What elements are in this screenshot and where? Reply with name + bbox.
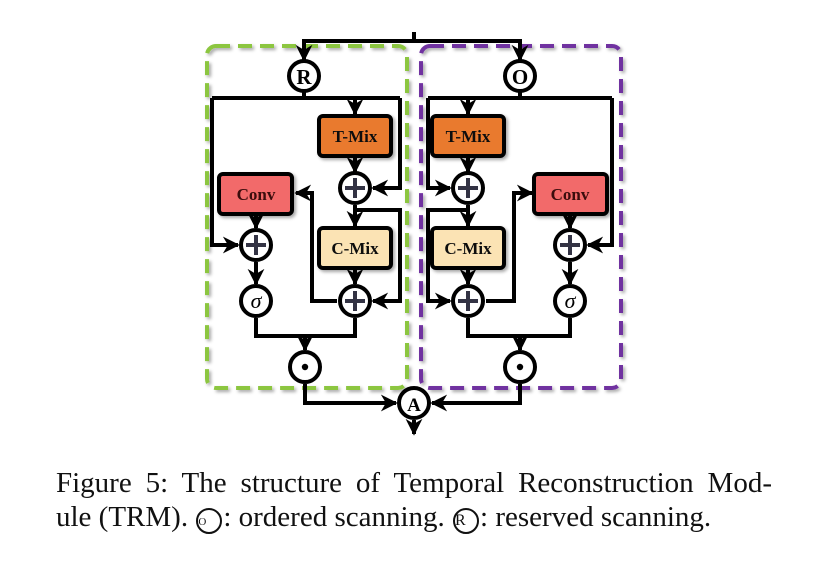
svg-text:C-Mix: C-Mix: [331, 239, 379, 258]
right-add2-to-mul: [466, 318, 520, 338]
plus-icon: [458, 178, 478, 198]
left-add2-to-mul: [305, 318, 357, 338]
left-t-mix-block: T-Mix: [317, 114, 393, 158]
plus-icon: [345, 178, 365, 198]
right-bus-to-add3: [586, 98, 614, 254]
right-sigma-to-mul: [520, 318, 572, 338]
caption-text: ule (TRM).: [56, 501, 196, 533]
right-mul-to-a: [430, 384, 522, 412]
left-add2-to-conv: [294, 184, 337, 303]
left-add1-residual: [355, 208, 402, 310]
plus-icon: [458, 291, 478, 311]
caption-line-1: Figure 5: The structure of Temporal Reco…: [56, 467, 772, 499]
right-c-mix-block: C-Mix: [430, 226, 506, 270]
left-mul-to-a: [303, 384, 398, 412]
left-c-mix-block: C-Mix: [317, 226, 393, 270]
left-bus-to-add3: [210, 98, 240, 254]
input-to-r-line: [295, 39, 414, 62]
left-sigma-to-mul: [254, 318, 305, 338]
svg-text:T-Mix: T-Mix: [446, 127, 491, 146]
svg-text:Conv: Conv: [551, 185, 590, 204]
plus-icon: [345, 291, 365, 311]
left-residual-to-add1: [371, 98, 402, 197]
ordered-scan-node: [503, 59, 537, 93]
reserved-scan-label: R: [296, 65, 312, 89]
right-conv-block: Conv: [532, 172, 609, 216]
figure-caption: Figure 5: The structure of Temporal Reco…: [56, 466, 772, 534]
reserved-scan-mark: R: [453, 508, 480, 534]
left-sigma-node: [239, 284, 273, 318]
aggregate-node: [397, 386, 431, 420]
aggregate-label: A: [407, 395, 421, 416]
plus-icon: [560, 235, 580, 255]
right-sigma-node: [553, 284, 587, 318]
caption-text: : reserved scanning.: [480, 501, 712, 533]
svg-text:T-Mix: T-Mix: [333, 127, 378, 146]
right-sigma-label: σ: [565, 288, 577, 313]
reserved-scan-node: [287, 59, 321, 93]
svg-text:Conv: Conv: [237, 185, 276, 204]
trm-diagram: T-Mix Conv C-Mix T-Mix Conv C-Mix: [205, 32, 623, 436]
svg-text:C-Mix: C-Mix: [444, 239, 492, 258]
ordered-scan-mark: o: [196, 508, 223, 534]
left-sigma-label: σ: [251, 288, 263, 313]
input-to-o-line: [414, 39, 529, 62]
ordered-scan-label: O: [512, 65, 528, 89]
caption-line-2: ule (TRM). o: ordered scanning. R: reser…: [56, 500, 772, 534]
plus-icon: [246, 235, 266, 255]
caption-text: : ordered scanning.: [223, 501, 453, 533]
right-residual-to-add1: [426, 98, 452, 197]
dot-product-icon: [301, 363, 309, 371]
dot-product-icon: [516, 363, 524, 371]
right-t-mix-block: T-Mix: [430, 114, 506, 158]
left-conv-block: Conv: [217, 172, 294, 216]
right-add1-residual: [426, 208, 468, 310]
right-add2-to-conv: [486, 184, 534, 303]
